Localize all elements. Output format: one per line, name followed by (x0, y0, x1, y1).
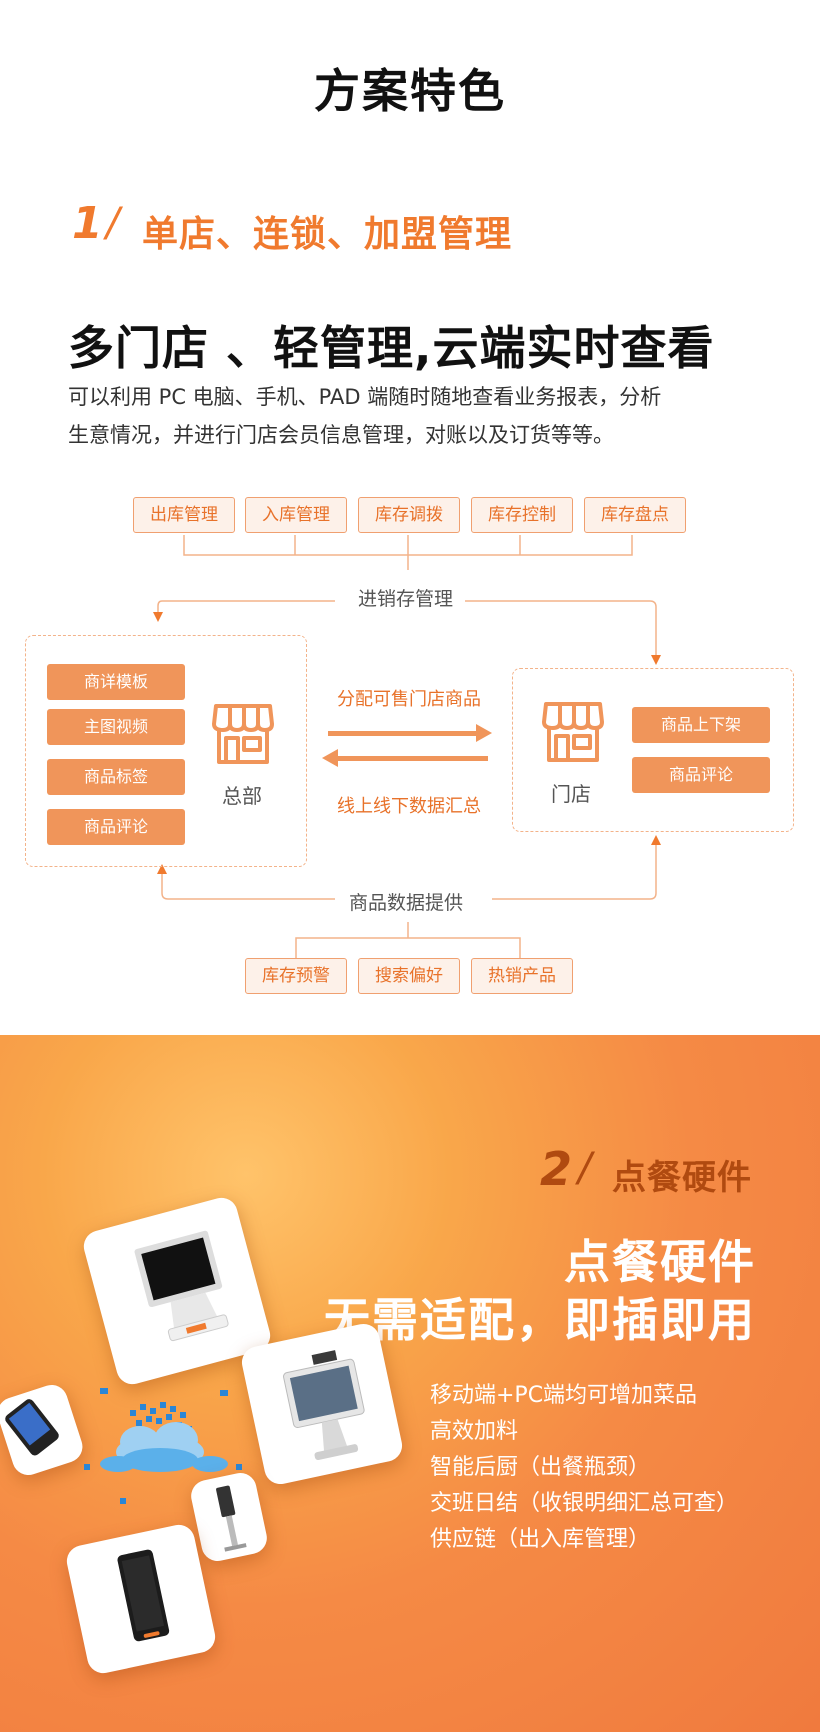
handheld-pos-card (0, 1380, 87, 1480)
chip-inbound: 入库管理 (245, 497, 347, 533)
handheld-pos-icon (5, 1399, 59, 1456)
cloud-network-icon (84, 1388, 242, 1506)
store-item-shelf: 商品上下架 (632, 707, 770, 743)
section2-slash: / (578, 1145, 592, 1191)
section2-headline-1: 点餐硬件 (564, 1235, 756, 1289)
section1-title: 单店、连锁、加盟管理 (142, 214, 513, 255)
smartphone-card (63, 1521, 219, 1677)
feature-item: 高效加料 (430, 1419, 519, 1444)
arrowhead (651, 655, 661, 665)
kiosk-icon (283, 1350, 365, 1461)
section1-number: 1 (72, 198, 103, 249)
self-service-terminal-icon (216, 1485, 247, 1552)
feature-item: 交班日结（收银明细汇总可查） (430, 1491, 739, 1516)
chip-control: 库存控制 (471, 497, 573, 533)
section1-headline: 多门店 、轻管理,云端实时查看 (68, 321, 715, 375)
chip-hot-products: 热销产品 (471, 958, 573, 994)
feature-item: 供应链（出入库管理） (430, 1527, 651, 1552)
arrowhead (153, 612, 163, 622)
feature-item: 智能后厨（出餐瓶颈） (430, 1455, 651, 1480)
chip-search-preference: 搜索偏好 (358, 958, 460, 994)
diagram-connectors (153, 535, 661, 958)
hq-item-template: 商详模板 (47, 664, 185, 700)
hq-item-tags: 商品标签 (47, 759, 185, 795)
label-allocate: 分配可售门店商品 (337, 689, 481, 710)
self-service-card (188, 1470, 270, 1564)
storefront-icon (542, 702, 604, 762)
kiosk-card (238, 1320, 406, 1488)
label-product-data: 商品数据提供 (337, 888, 476, 915)
storefront-icon (212, 704, 274, 764)
hq-item-reviews: 商品评论 (47, 809, 185, 845)
description-line: 可以利用 PC 电脑、手机、PAD 端随时随地查看业务报表，分析 (68, 385, 662, 409)
label-inventory-management: 进销存管理 (346, 584, 466, 611)
section2-headline-2: 无需适配，即插即用 (324, 1293, 756, 1347)
chip-transfer: 库存调拨 (358, 497, 460, 533)
feature-list: 移动端+PC端均可增加菜品 高效加料 智能后厨（出餐瓶颈） 交班日结（收银明细汇… (430, 1378, 738, 1558)
arrowhead (157, 864, 167, 874)
description-line: 生意情况，并进行门店会员信息管理，对账以及订货等等。 (68, 423, 614, 447)
chip-stocktake: 库存盘点 (584, 497, 686, 533)
hq-box (25, 635, 307, 867)
store-item-reviews: 商品评论 (632, 757, 770, 793)
section1-description: 可以利用 PC 电脑、手机、PAD 端随时随地查看业务报表，分析 生意情况，并进… (68, 378, 768, 454)
arrowhead (651, 835, 661, 845)
feature-item: 移动端+PC端均可增加菜品 (430, 1383, 698, 1408)
section1-slash: / (106, 200, 120, 246)
section2-number: 2 (540, 1142, 573, 1196)
chip-stock-warning: 库存预警 (245, 958, 347, 994)
store-box (512, 668, 794, 832)
page-title: 方案特色 (314, 64, 506, 118)
hq-item-video: 主图视频 (47, 709, 185, 745)
pos-terminal-icon (134, 1230, 229, 1342)
smartphone-icon (117, 1549, 170, 1642)
chip-outbound: 出库管理 (133, 497, 235, 533)
hq-label: 总部 (222, 784, 262, 808)
label-aggregate: 线上线下数据汇总 (337, 796, 481, 817)
pos-terminal-card (80, 1194, 274, 1388)
section2-title: 点餐硬件 (612, 1158, 752, 1198)
store-label: 门店 (551, 782, 591, 806)
